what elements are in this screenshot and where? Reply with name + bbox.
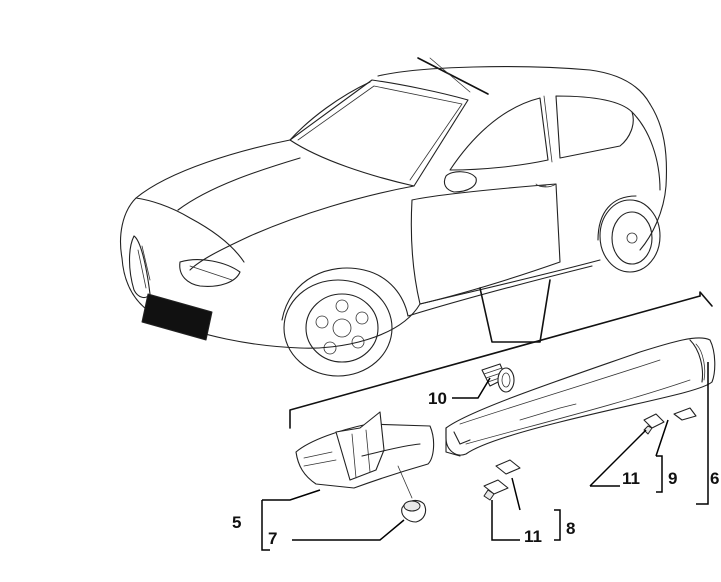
callout-10: 10	[428, 389, 447, 408]
rear-wheel	[599, 199, 661, 273]
bracket-upper	[289, 295, 701, 429]
part-5-mud-guard	[295, 411, 435, 489]
headlight	[179, 259, 241, 287]
antenna	[417, 57, 489, 95]
part-10-screw	[481, 363, 515, 393]
car-illustration	[119, 57, 667, 377]
windshield	[289, 79, 469, 187]
callout-labels: 10 5 7 11 8 11 9 6	[232, 389, 719, 548]
front-side-window	[449, 97, 549, 171]
side-mirror	[443, 171, 477, 193]
front-wheel	[283, 279, 393, 377]
callout-11-lower: 11	[524, 527, 542, 546]
rear-side-window	[555, 95, 634, 159]
part-7-clip	[397, 465, 427, 523]
assembly-bracket-lines	[289, 279, 713, 429]
part-11-clips	[483, 413, 665, 501]
leader-lines	[261, 362, 709, 551]
callout-6: 6	[710, 469, 719, 488]
part-8-9-tabs	[495, 407, 697, 475]
front-grille	[128, 235, 151, 299]
car-roof	[377, 66, 651, 105]
callout-5: 5	[232, 513, 241, 532]
hood	[119, 139, 291, 259]
door-panel	[410, 183, 561, 305]
callout-9: 9	[668, 469, 677, 488]
callout-7: 7	[268, 529, 277, 548]
pointer-to-sill	[479, 279, 551, 343]
callout-8: 8	[566, 519, 575, 538]
callout-11-right: 11	[622, 469, 640, 488]
license-plate-area	[141, 293, 213, 341]
part-6-sill-cover	[445, 337, 716, 457]
